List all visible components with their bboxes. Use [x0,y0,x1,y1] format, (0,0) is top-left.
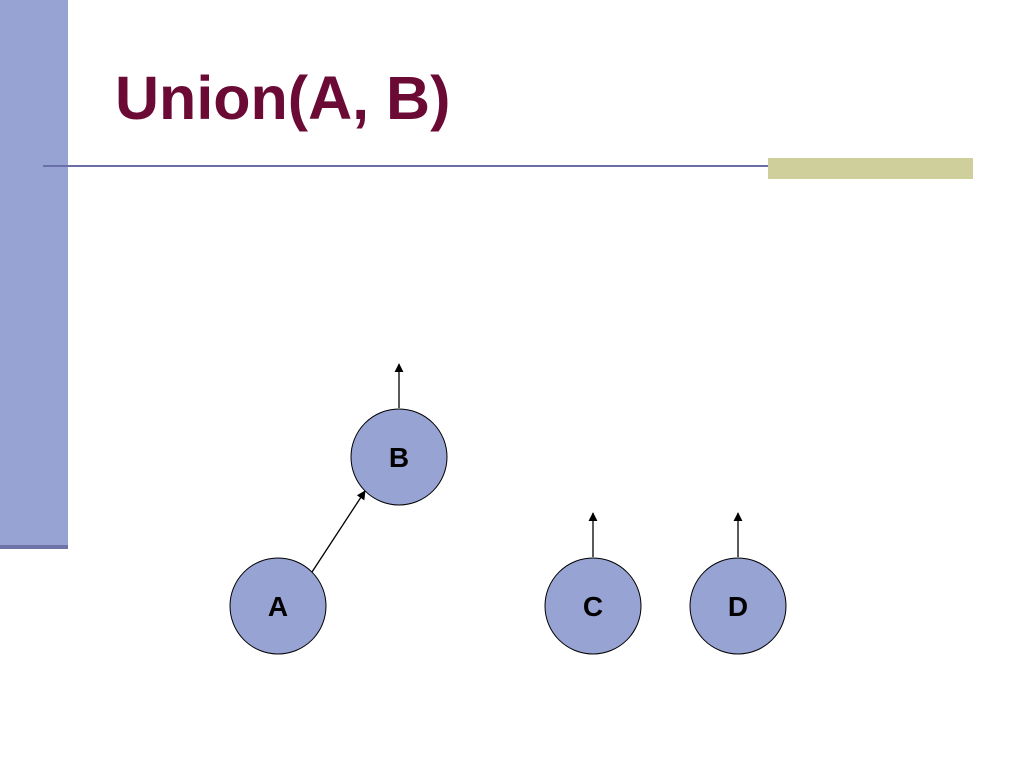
node-b-label: B [389,442,409,473]
side-bar-shadow [0,545,68,549]
node-a: A [229,557,327,655]
node-d-circle [689,557,787,655]
node-d-label: D [728,591,748,622]
side-bar [0,0,68,545]
node-c-circle [544,557,642,655]
slide-title: Union(A, B) [115,64,451,132]
node-a-label: A [268,591,288,622]
accent-bar [768,158,973,179]
node-b-circle [350,408,448,506]
edge-a-to-b [311,490,366,573]
node-a-circle [229,557,327,655]
node-d: D [689,557,787,655]
title-rule [43,165,973,167]
node-c-label: C [583,591,603,622]
node-b: B [350,408,448,506]
node-c: C [544,557,642,655]
